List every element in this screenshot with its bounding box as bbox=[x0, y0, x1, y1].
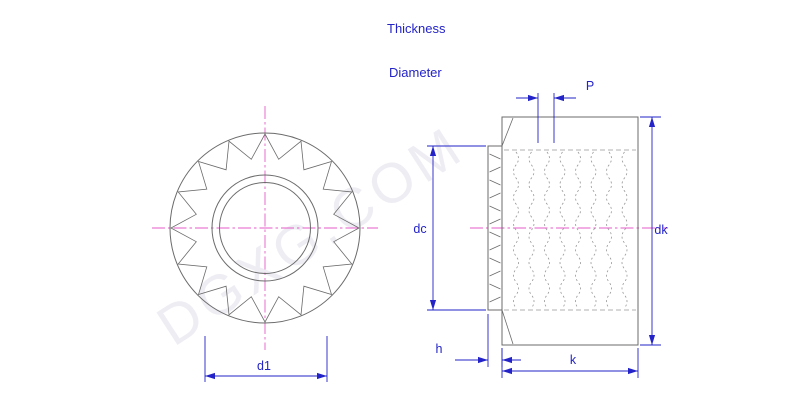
flange-outer-circle bbox=[169, 132, 361, 324]
dimension-d1: d1 bbox=[204, 336, 328, 382]
dimension-p: P bbox=[516, 79, 594, 143]
thread-line bbox=[606, 151, 612, 309]
knurl-mark bbox=[489, 244, 501, 251]
d1-label: d1 bbox=[257, 359, 271, 373]
bore-outer-circle bbox=[211, 174, 319, 282]
thread-line bbox=[528, 151, 535, 309]
knurl-mark bbox=[489, 296, 501, 303]
body-outline bbox=[501, 116, 639, 346]
pilot-knurl bbox=[489, 153, 501, 303]
knurl-mark bbox=[489, 257, 501, 264]
clinch-chamfer-bottom bbox=[501, 309, 514, 345]
knurl-mark bbox=[489, 166, 501, 173]
dk-label: dk bbox=[654, 223, 668, 237]
thickness-label: Thickness bbox=[387, 21, 446, 36]
thread-line bbox=[621, 151, 628, 309]
knurl-mark bbox=[489, 179, 501, 186]
thread-line bbox=[590, 151, 597, 309]
knurl-mark bbox=[489, 231, 501, 238]
diameter-label: Diameter bbox=[389, 65, 442, 80]
clinch-chamfer-top bbox=[501, 117, 514, 147]
pilot-outline bbox=[487, 145, 503, 311]
knurl-mark bbox=[489, 192, 501, 199]
thread-line bbox=[559, 151, 566, 309]
thread-line bbox=[575, 151, 581, 309]
knurl-mark bbox=[489, 283, 501, 290]
side-view bbox=[470, 116, 668, 346]
knurl-mark bbox=[489, 270, 501, 277]
k-label: k bbox=[570, 353, 577, 367]
thread-line bbox=[513, 151, 519, 309]
knurl-mark bbox=[489, 205, 501, 212]
dimension-k: k bbox=[501, 348, 639, 378]
bore-inner-circle bbox=[219, 182, 311, 274]
dimension-h: h bbox=[436, 314, 521, 367]
thread-lines bbox=[513, 151, 628, 309]
dc-label: dc bbox=[413, 222, 426, 236]
p-label: P bbox=[586, 79, 594, 93]
h-label: h bbox=[436, 342, 443, 356]
knurl-mark bbox=[489, 218, 501, 225]
front-view bbox=[152, 106, 378, 350]
thread-line bbox=[544, 151, 550, 309]
knurl-mark bbox=[489, 153, 501, 160]
serration-star bbox=[170, 133, 360, 323]
dimension-dc: dc bbox=[413, 145, 486, 311]
dimension-dk: dk bbox=[640, 116, 668, 346]
